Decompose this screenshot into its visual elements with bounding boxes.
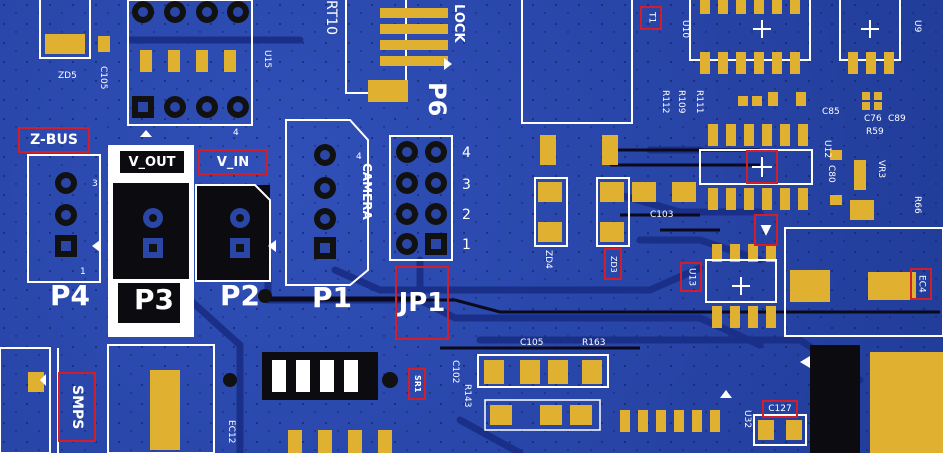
c85-label: C85 xyxy=(822,107,840,117)
u15-pins xyxy=(132,1,249,118)
right-module xyxy=(810,345,860,453)
p4-outline xyxy=(27,154,101,283)
jp1-pin-1: 1 xyxy=(462,237,471,253)
r163-label: R163 xyxy=(582,338,606,348)
polarity-marks xyxy=(732,20,879,295)
c105-top-label: C105 xyxy=(98,66,108,90)
p4-pins xyxy=(55,172,77,257)
u10-label: U10 xyxy=(680,20,690,39)
r109-label: R109 xyxy=(676,90,686,114)
via-p2 xyxy=(258,289,272,303)
r143-label: R143 xyxy=(462,384,472,408)
r66-label: R66 xyxy=(912,196,922,214)
p1-pins xyxy=(314,144,336,259)
p6-label: P6 xyxy=(423,82,451,117)
jp1-outline xyxy=(389,135,453,261)
orientation-tag[interactable]: ▼ xyxy=(754,214,778,246)
vr3-label: VR3 xyxy=(876,160,886,179)
u13-outline xyxy=(705,259,777,303)
plus-icon: + xyxy=(755,157,769,176)
p1-pin4: 4 xyxy=(356,152,362,162)
u15-label: U15 xyxy=(262,50,272,69)
c80-label: C80 xyxy=(826,165,836,183)
v-out-body xyxy=(113,183,189,279)
zbus-tag[interactable]: Z-BUS xyxy=(18,127,90,153)
camera-label: CAMERA xyxy=(360,163,374,220)
zd3-tag[interactable]: ZD3 xyxy=(604,248,622,280)
via-left xyxy=(223,373,237,387)
p2-label: P2 xyxy=(220,279,261,312)
v-out-tag[interactable]: V_OUT xyxy=(118,149,186,175)
orientation-triangles xyxy=(40,58,810,398)
r59-label: R59 xyxy=(866,127,884,137)
ec12-label: EC12 xyxy=(226,420,236,444)
jp1-pin-2: 2 xyxy=(462,207,471,223)
sr1-bars xyxy=(272,360,358,392)
p4-pin3: 3 xyxy=(92,179,98,189)
u9-label: U9 xyxy=(912,20,922,33)
v-in-body xyxy=(196,185,270,281)
c127-tag[interactable]: C127 xyxy=(762,400,798,418)
lock-label: LOCK xyxy=(451,4,466,43)
c103-label: C103 xyxy=(650,210,674,220)
r111-label: R111 xyxy=(694,90,704,114)
u12-label: U12 xyxy=(822,140,832,159)
t1-tag[interactable]: T1 xyxy=(640,6,662,30)
c89-label: C89 xyxy=(888,114,906,124)
sr1-via xyxy=(382,372,398,388)
r112-label: R112 xyxy=(660,90,670,114)
triangle-down-icon: ▼ xyxy=(760,222,772,238)
p4-pin1: 1 xyxy=(80,267,86,277)
jp1-pin-4: 4 xyxy=(462,145,471,161)
jp1-pin-3: 3 xyxy=(462,177,471,193)
c102-label: C102 xyxy=(450,360,460,384)
jp1-pins xyxy=(396,141,447,255)
p1-label: P1 xyxy=(312,281,353,314)
rt10-label: RT10 xyxy=(323,0,339,36)
ic-pad-rows xyxy=(620,0,894,432)
p3-label: P3 xyxy=(134,283,175,316)
u15-pads xyxy=(140,50,236,72)
p1-outline xyxy=(285,119,369,286)
u13-tag[interactable]: U13 xyxy=(680,262,702,292)
p4-label: P4 xyxy=(50,279,91,312)
v-in-tag[interactable]: V_IN xyxy=(198,149,268,175)
p3-label-bg xyxy=(118,283,180,323)
c76-label: C76 xyxy=(864,114,882,124)
jp1-tag[interactable]: JP1 xyxy=(395,266,449,340)
u12-polarity-tag[interactable]: + xyxy=(746,150,778,184)
ec4-tag[interactable]: EC4 xyxy=(910,268,932,300)
u15-pin4: 4 xyxy=(233,128,239,138)
zd5-label: ZD5 xyxy=(58,71,77,81)
c105-mid-label: C105 xyxy=(520,338,544,348)
sr1-tag[interactable]: SR1 xyxy=(408,368,426,400)
smps-tag[interactable]: SMPS xyxy=(58,372,96,442)
regulator-pins xyxy=(143,208,250,258)
u32-label: U32 xyxy=(742,410,752,429)
zd4-label: ZD4 xyxy=(543,250,553,269)
